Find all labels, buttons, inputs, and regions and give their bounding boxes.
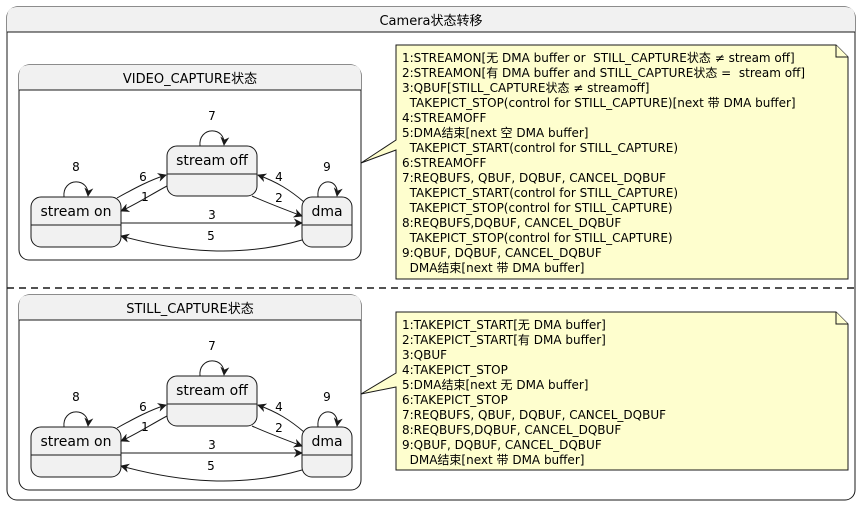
- note-line: TAKEPICT_STOP(control for STILL_CAPTURE)…: [402, 96, 796, 110]
- transition-arrow-8: [63, 181, 94, 198]
- state-stream-off: stream off: [166, 145, 258, 197]
- note: 1:STREAMON[无 DMA buffer or STILL_CAPTURE…: [360, 44, 849, 280]
- transition-label-2: 2: [275, 421, 283, 435]
- state-stream-off: stream off: [166, 375, 258, 427]
- note-line: 7:REQBUFS, QBUF, DQBUF, CANCEL_DQBUF: [402, 408, 666, 422]
- note-line: 1:STREAMON[无 DMA buffer or STILL_CAPTURE…: [402, 51, 795, 65]
- transition-label-7: 7: [208, 109, 216, 123]
- note-line: TAKEPICT_STOP(control for STILL_CAPTURE): [402, 231, 673, 245]
- transition-arrow-1: [120, 415, 168, 442]
- note-line: 8:REQBUFS,DQBUF, CANCEL_DQBUF: [402, 423, 621, 437]
- transition-label-3: 3: [208, 208, 216, 222]
- transition-arrow-1: [120, 185, 168, 212]
- transition-label-8: 8: [72, 160, 80, 174]
- state-stream-off-box: [166, 145, 258, 197]
- transition-arrow-4: [257, 403, 305, 433]
- state-stream-on-label: stream on: [41, 204, 112, 220]
- state-stream-on: stream on: [30, 196, 122, 248]
- transition-label-1: 1: [141, 420, 149, 434]
- transition-arrow-6: [116, 403, 167, 429]
- note-line: TAKEPICT_START(control for STILL_CAPTURE…: [402, 141, 678, 155]
- note-line: 3:QBUF: [402, 348, 447, 362]
- note-line: 6:TAKEPICT_STOP: [402, 393, 508, 407]
- note-line: 9:QBUF, DQBUF, CANCEL_DQBUF: [402, 246, 602, 260]
- state-dma-label: dma: [311, 204, 342, 220]
- transition-arrow-5: [120, 233, 303, 252]
- transition-label-7: 7: [208, 339, 216, 353]
- note-line: 2:TAKEPICT_START[有 DMA buffer]: [402, 333, 606, 347]
- state-dma: dma: [301, 426, 353, 478]
- transition-arrow-9: [317, 181, 343, 198]
- transition-arrow-5: [120, 463, 303, 482]
- state-stream-off-box: [166, 375, 258, 427]
- state-stream-on-box: [30, 426, 122, 478]
- note-line: 3:QBUF[STILL_CAPTURE状态 ≠ streamoff]: [402, 81, 649, 95]
- note-line: 1:TAKEPICT_START[无 DMA buffer]: [402, 318, 606, 332]
- transition-arrow-9: [317, 411, 343, 428]
- note-line: TAKEPICT_START(control for STILL_CAPTURE…: [402, 186, 678, 200]
- note-fold: [835, 312, 848, 325]
- state-stream-on-box: [30, 196, 122, 248]
- note-fold: [835, 45, 848, 58]
- transition-label-3: 3: [208, 438, 216, 452]
- state-stream-on: stream on: [30, 426, 122, 478]
- transition-label-6: 6: [139, 400, 147, 414]
- transition-arrow-7: [199, 360, 230, 377]
- state-dma-label: dma: [311, 434, 342, 450]
- transition-arrow-2: [251, 195, 303, 218]
- transition-arrow-6: [116, 173, 167, 199]
- transition-label-5: 5: [207, 229, 215, 243]
- note-line: 4:STREAMOFF: [402, 111, 486, 125]
- transition-arrow-7: [199, 130, 230, 147]
- transition-arrow-8: [63, 411, 94, 428]
- transition-label-8: 8: [72, 390, 80, 404]
- note-line: 6:STREAMOFF: [402, 156, 486, 170]
- transition-label-5: 5: [207, 459, 215, 473]
- state-stream-off-label: stream off: [176, 383, 248, 399]
- note-line: 2:STREAMON[有 DMA buffer and STILL_CAPTUR…: [402, 66, 805, 80]
- note-line: 9:QBUF, DQBUF, CANCEL_DQBUF: [402, 438, 602, 452]
- diagram-title: Camera状态转移: [379, 14, 482, 29]
- note: 1:TAKEPICT_START[无 DMA buffer]2:TAKEPICT…: [360, 311, 849, 471]
- region-title: VIDEO_CAPTURE状态: [123, 72, 257, 87]
- note-line: 4:TAKEPICT_STOP: [402, 363, 508, 377]
- transition-arrow-4: [257, 173, 305, 203]
- transition-label-4: 4: [275, 170, 283, 184]
- note-line: 5:DMA结束[next 无 DMA buffer]: [402, 378, 588, 392]
- note-line: TAKEPICT_STOP(control for STILL_CAPTURE): [402, 201, 673, 215]
- region-header: [19, 295, 361, 320]
- state-stream-off-label: stream off: [176, 153, 248, 169]
- transition-label-4: 4: [275, 400, 283, 414]
- note-line: 7:REQBUFS, QBUF, DQBUF, CANCEL_DQBUF: [402, 171, 666, 185]
- transition-label-9: 9: [323, 160, 331, 174]
- transition-label-6: 6: [139, 170, 147, 184]
- transition-label-1: 1: [141, 190, 149, 204]
- state-dma: dma: [301, 196, 353, 248]
- region-title: STILL_CAPTURE状态: [126, 302, 254, 317]
- transition-label-9: 9: [323, 390, 331, 404]
- note-line: DMA结束[next 带 DMA buffer]: [402, 261, 584, 275]
- transition-arrow-2: [251, 425, 303, 448]
- region-header: [19, 65, 361, 90]
- note-line: DMA结束[next 带 DMA buffer]: [402, 453, 584, 467]
- state-stream-on-label: stream on: [41, 434, 112, 450]
- note-line: 8:REQBUFS,DQBUF, CANCEL_DQBUF: [402, 216, 621, 230]
- transition-label-2: 2: [275, 191, 283, 205]
- note-line: 5:DMA结束[next 空 DMA buffer]: [402, 126, 588, 140]
